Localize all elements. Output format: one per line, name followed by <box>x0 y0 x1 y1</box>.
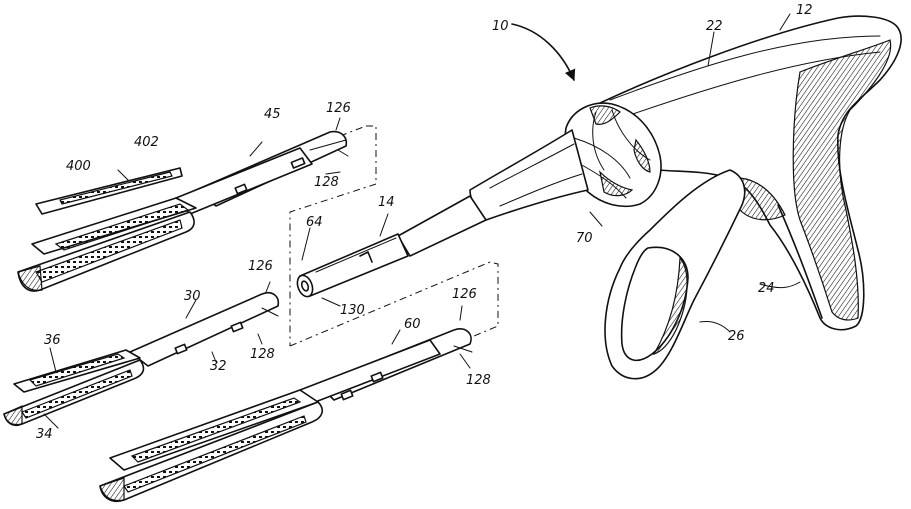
label-24: 24 <box>758 281 775 296</box>
label-32: 32 <box>210 359 227 374</box>
label-10: 10 <box>492 19 509 34</box>
nose-cone <box>470 130 588 220</box>
label-36: 36 <box>44 333 61 348</box>
label-12: 12 <box>796 3 813 18</box>
label-34: 34 <box>36 427 53 442</box>
cartridge-middle <box>4 293 278 426</box>
cartridge-upper <box>18 132 348 291</box>
label-400: 400 <box>66 159 91 174</box>
shaft <box>295 196 486 299</box>
label-402: 402 <box>134 135 159 150</box>
label-45: 45 <box>264 107 281 122</box>
label-26: 26 <box>728 329 745 344</box>
label-128-lower: 128 <box>466 373 491 388</box>
label-128-upper: 128 <box>314 175 339 190</box>
label-70: 70 <box>576 231 593 246</box>
label-14: 14 <box>378 195 395 210</box>
label-128-middle: 128 <box>250 347 275 362</box>
label-22: 22 <box>706 19 723 34</box>
label-130: 130 <box>340 303 365 318</box>
label-126-lower: 126 <box>452 287 477 302</box>
label-64: 64 <box>306 215 323 230</box>
label-126-middle: 126 <box>248 259 273 274</box>
label-60: 60 <box>404 317 421 332</box>
label-126-upper: 126 <box>326 101 351 116</box>
label-30: 30 <box>184 289 201 304</box>
